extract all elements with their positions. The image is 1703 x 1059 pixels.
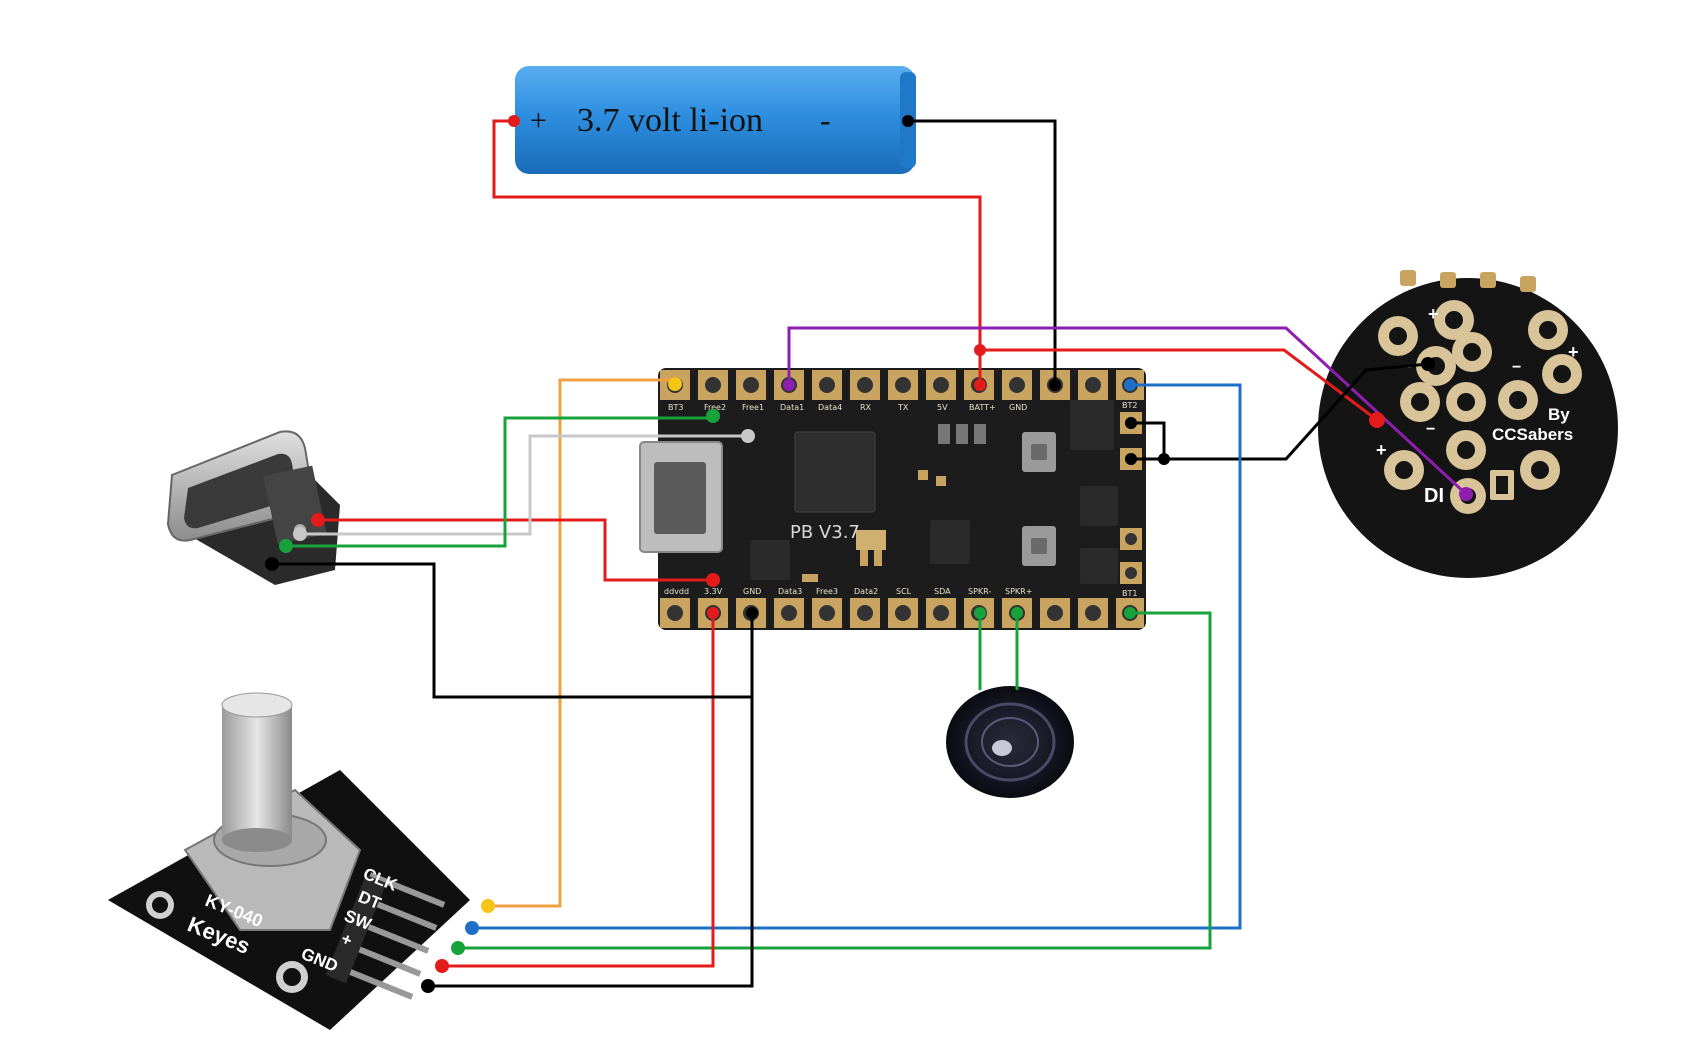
top-pin-labels: BT3 Free2 Free1 Data1 Data4 RX TX 5V BAT…: [668, 403, 1027, 412]
battery-minus-sign: -: [820, 102, 831, 138]
encoder-shaft: [222, 705, 292, 840]
fet-chip-a: [1070, 400, 1114, 450]
pin-label-spkr-plus: SPKR+: [1005, 587, 1032, 596]
pin-label-data2: Data2: [854, 587, 878, 596]
usb-c-pad-area: [263, 465, 327, 545]
wire-batt-to-led-positive: [980, 348, 1378, 422]
wire-usb-ground: [272, 562, 752, 699]
rotary-encoder: CLK DT SW + GND Keyes KY-040: [108, 692, 470, 1030]
pin-label-free1: Free1: [742, 403, 764, 412]
led-connector-plus-b: +: [1568, 342, 1579, 362]
pin-label-bt2: BT2: [1122, 401, 1137, 410]
wire-usb-gray: [300, 434, 748, 536]
battery-label: 3.7 volt li-ion: [577, 102, 763, 139]
wire-data1-to-led-di: [787, 326, 1468, 496]
wire-encoder-dt: [472, 383, 1242, 930]
micro-usb-opening: [654, 462, 706, 534]
pin-label-batt-plus: BATT+: [969, 403, 996, 412]
speaker: [946, 686, 1074, 798]
wire-encoder-ground: [428, 613, 754, 988]
battery-plus-sign: +: [530, 104, 547, 137]
board-name: PB V3.7: [790, 522, 860, 543]
pin-label-5v: 5V: [937, 403, 948, 412]
encoder-header-pins: [325, 872, 446, 1000]
wires: [272, 119, 1468, 988]
led-connector: + + + − − − By CCSabers DI: [1318, 270, 1618, 578]
proffieboard: BT3 Free2 Free1 Data1 Data4 RX TX 5V BAT…: [639, 368, 1146, 630]
led-connector-di-label: DI: [1424, 485, 1444, 507]
bottom-pin-labels: ddvdd 3.3V GND Data3 Free3 Data2 SCL SDA…: [664, 587, 1032, 596]
pin-label-bt1: BT1: [1122, 589, 1137, 598]
pin-label-gnd-top: GND: [1009, 403, 1027, 412]
led-connector-maker-label: CCSabers: [1492, 425, 1573, 444]
wire-end-dots: [265, 115, 1473, 993]
pin-label-data4: Data4: [818, 403, 842, 412]
pin-label-rx: RX: [860, 403, 872, 412]
led-connector-minus-b: −: [1512, 359, 1521, 376]
fet-chip-b: [1080, 486, 1118, 526]
pin-label-data3: Data3: [778, 587, 802, 596]
capacitor-1: [856, 530, 886, 550]
pin-label-spkr-minus: SPKR-: [968, 587, 991, 596]
battery-body: [515, 66, 915, 174]
pin-label-ddvdd: ddvdd: [664, 587, 689, 596]
usb-c-opening: [184, 453, 296, 529]
wire-encoder-sw: [458, 611, 1212, 950]
pin-label-sda: SDA: [934, 587, 951, 596]
wire-usb-green: [286, 416, 713, 548]
wire-encoder-positive: [442, 613, 715, 968]
pin-label-free2: Free2: [704, 403, 726, 412]
pin-label-free3: Free3: [816, 587, 838, 596]
fet-chip-c: [1080, 548, 1118, 584]
led-connector-pads: [1378, 300, 1582, 514]
amp-chip: [930, 520, 970, 564]
led-connector-plus-a: +: [1428, 304, 1439, 324]
battery: + 3.7 volt li-ion -: [515, 66, 916, 174]
pin-label-3v3: 3.3V: [704, 587, 723, 596]
wire-bt2-bridge: [1131, 421, 1166, 461]
led-connector-plus-c: +: [1376, 440, 1387, 460]
wire-battery-negative: [906, 119, 1057, 385]
usb-c-breakout: [166, 430, 340, 585]
pin-label-gnd-bottom: GND: [743, 587, 761, 596]
wire-usb-vbus: [318, 518, 713, 582]
pin-label-tx: TX: [897, 403, 909, 412]
pin-label-scl: SCL: [896, 587, 912, 596]
regulator-chip: [750, 540, 790, 580]
wire-led-negative: [1164, 362, 1429, 461]
pin-label-data1: Data1: [780, 403, 804, 412]
mcu-chip: [794, 431, 876, 513]
wire-encoder-clk: [488, 378, 675, 908]
led-connector-by-label: By: [1548, 405, 1570, 424]
led-connector-minus-c: −: [1426, 421, 1435, 438]
pin-label-bt3: BT3: [668, 403, 683, 412]
